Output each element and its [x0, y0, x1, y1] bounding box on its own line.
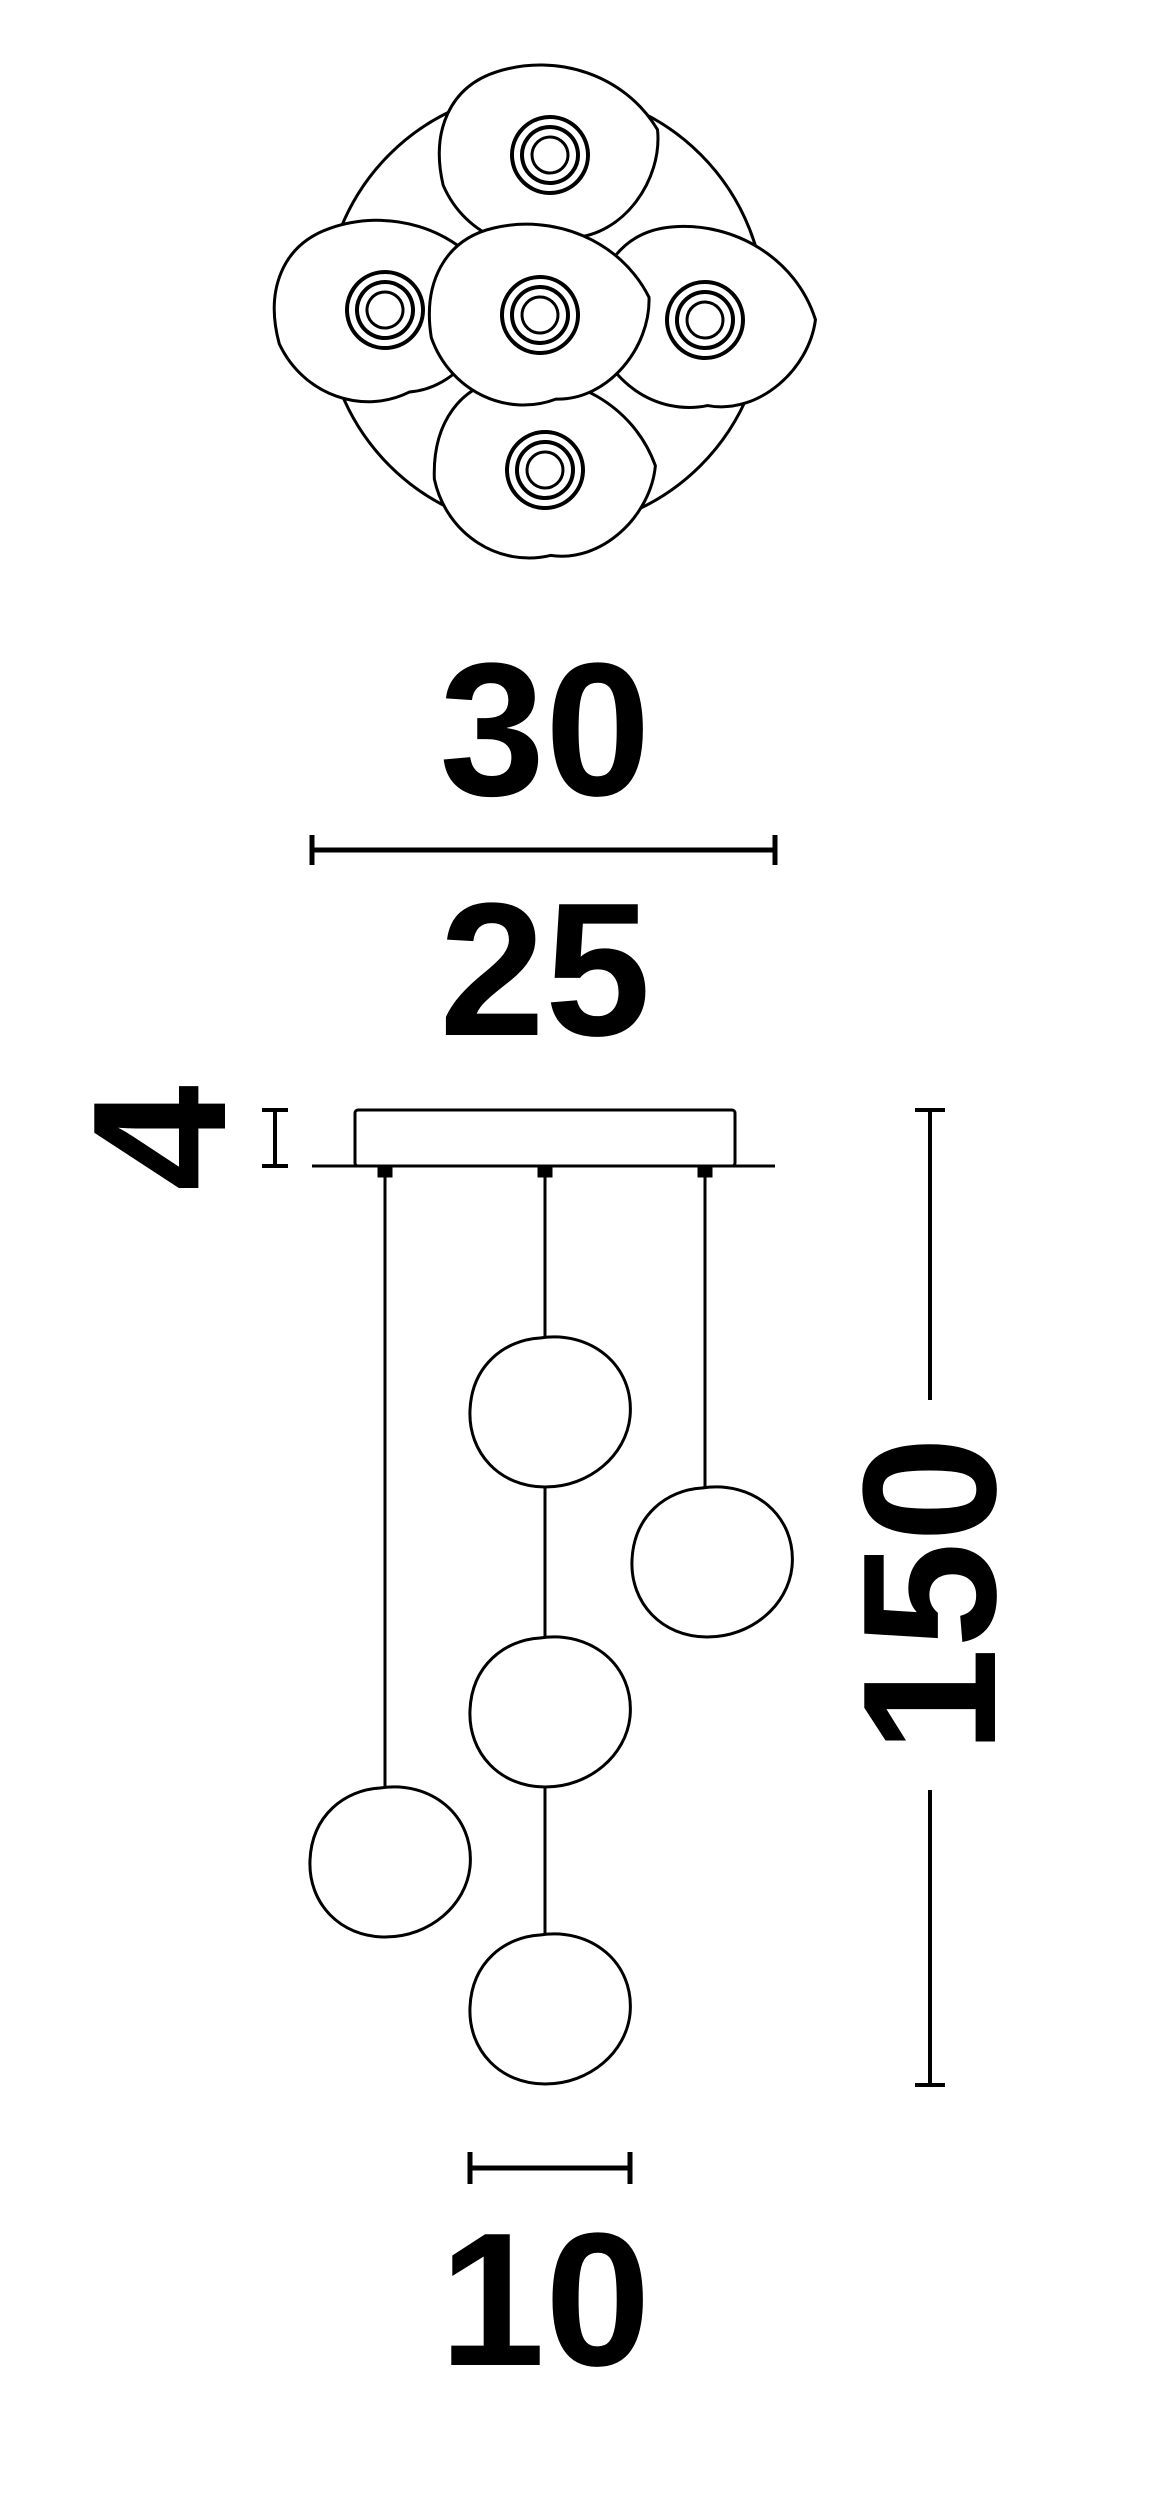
top-view-shade-center [421, 214, 658, 413]
globe-diameter-dimension: 10 [439, 2152, 651, 2406]
top-view-shade-right [585, 217, 825, 420]
side-view [308, 1108, 794, 2086]
top-view [258, 47, 825, 566]
canopy-width-label: 25 [439, 864, 650, 1076]
canopy-height-dimension: 4 [54, 1085, 288, 1191]
globe-right [630, 1485, 794, 1639]
top-view-shade-bottom [428, 370, 662, 566]
globe-upper-center [468, 1335, 632, 1489]
outer-width-label: 30 [439, 624, 650, 836]
connector-center [537, 1164, 553, 1178]
connector-right [697, 1164, 713, 1178]
top-view-shade-left [258, 198, 511, 419]
globe-bottom-center [468, 1932, 632, 2086]
canopy [353, 1108, 737, 1168]
globe-left [308, 1785, 472, 1939]
globe-diameter-label: 10 [439, 2194, 650, 2406]
total-height-dimension: 150 [824, 1108, 1036, 2087]
width-dimension: 30 25 [309, 624, 778, 1076]
top-view-shade-top [426, 47, 673, 260]
globe-middle-center [468, 1635, 632, 1789]
total-height-label: 150 [824, 1436, 1036, 1753]
connector-left [377, 1164, 393, 1178]
canopy-height-label: 4 [54, 1085, 266, 1191]
